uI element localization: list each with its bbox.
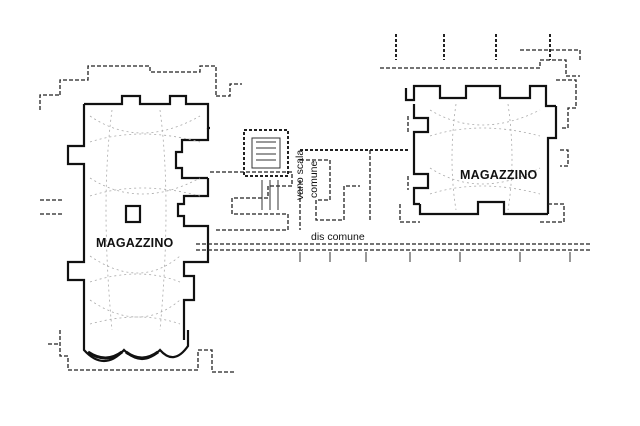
stair-label-group: vano scala comune <box>294 150 320 200</box>
right-magazzino-block <box>380 34 581 223</box>
stair-label-line1: vano scala <box>294 150 306 200</box>
left-magazzino-label: MAGAZZINO <box>96 236 174 250</box>
left-magazzino-block <box>39 65 242 373</box>
corridor-label: dis comune <box>311 231 365 243</box>
stair-label-line2: comune <box>308 160 320 198</box>
right-magazzino-label: MAGAZZINO <box>460 168 538 182</box>
central-stair-area <box>196 129 590 262</box>
